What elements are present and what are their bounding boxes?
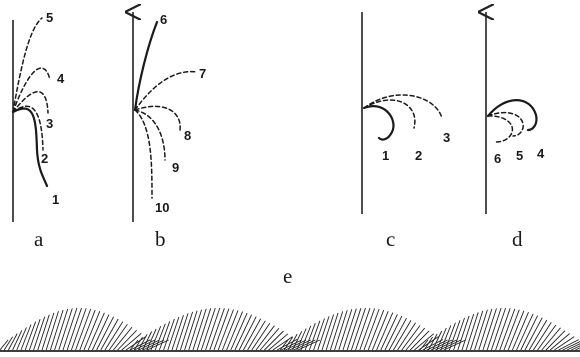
panel-label-d: d: [512, 227, 523, 251]
curve-a-2: [13, 106, 43, 150]
hatch-stroke: [218, 310, 233, 351]
curve-label-a-3: 3: [46, 116, 53, 131]
panel-label-e: e: [283, 264, 292, 288]
hatch-stroke: [235, 315, 252, 350]
hatch-stroke: [385, 316, 402, 350]
hatch-stroke: [377, 313, 393, 350]
hatch-stroke: [84, 311, 100, 350]
hatch-stroke: [360, 309, 375, 351]
curve-label-a-1: 1: [52, 192, 59, 207]
panel-b: 6 7 8 9 10 b: [133, 12, 206, 251]
curve-label-d-4: 4: [537, 146, 545, 161]
hatch-stroke: [525, 318, 542, 350]
hatch-stroke: [248, 321, 266, 350]
hatch-stroke: [381, 314, 398, 350]
hatch-stroke: [533, 322, 551, 350]
panel-label-b: b: [155, 227, 166, 251]
curve-label-b-10: 10: [155, 200, 169, 215]
hatch-stroke: [243, 319, 260, 350]
curve-c-1: [364, 106, 393, 139]
hatch-stroke: [210, 308, 225, 350]
hatch-stroke: [214, 309, 229, 350]
panel-label-c: c: [386, 227, 395, 251]
hatch-stroke: [393, 320, 411, 350]
hatch-strokes: [0, 308, 580, 350]
hatch-stroke: [491, 308, 505, 350]
curve-label-b-6: 6: [160, 12, 167, 27]
hatch-stroke: [496, 308, 511, 350]
panel-e-hatching: [0, 308, 580, 351]
curve-label-b-9: 9: [172, 160, 179, 175]
panel-label-a: a: [34, 227, 44, 251]
hatch-stroke: [517, 314, 534, 350]
panel-c: 1 2 3 c: [362, 12, 450, 251]
curve-label-a-5: 5: [46, 10, 53, 25]
curve-d-4: [488, 100, 536, 130]
curve-label-c-2: 2: [415, 148, 422, 163]
hatch-stroke: [71, 308, 86, 350]
hatch-stroke: [356, 308, 370, 350]
panel-d: 4 5 6 d: [486, 12, 545, 251]
curve-a-5: [13, 18, 42, 112]
hatch-stroke: [231, 313, 247, 350]
hatch-stroke: [76, 309, 91, 350]
curve-label-a-4: 4: [57, 71, 65, 86]
hatch-stroke: [101, 319, 118, 350]
curve-label-d-6: 6: [494, 151, 501, 166]
curve-label-d-5: 5: [516, 148, 523, 163]
curve-d-6: [488, 116, 512, 142]
curve-label-c-3: 3: [443, 130, 450, 145]
hatch-stroke: [389, 318, 406, 350]
curve-a-1: [13, 108, 47, 186]
hatch-stroke: [97, 317, 114, 350]
hatch-stroke: [398, 323, 416, 350]
curve-label-c-1: 1: [382, 148, 389, 163]
panel-a: 1 2 3 4 5 a: [13, 10, 65, 251]
curve-label-b-8: 8: [184, 128, 191, 143]
curve-label-a-2: 2: [41, 151, 48, 166]
hatch-stroke: [88, 313, 104, 350]
hatch-stroke: [504, 310, 519, 350]
hatch-stroke: [222, 310, 238, 350]
hatch-stroke: [521, 316, 538, 350]
hatch-stroke: [0, 340, 8, 350]
hatch-stroke: [227, 312, 243, 350]
hatch-stroke: [372, 311, 388, 350]
hatch-stroke: [500, 309, 515, 350]
curve-d-5: [488, 113, 523, 136]
hatch-stroke: [529, 320, 547, 350]
hatch-stroke: [368, 310, 384, 350]
curve-b-7: [135, 72, 197, 110]
hatch-stroke: [252, 323, 270, 350]
hatch-stroke: [364, 309, 379, 350]
hatch-stroke: [512, 312, 528, 350]
curve-label-b-7: 7: [199, 66, 206, 81]
curve-b-10: [135, 110, 152, 198]
hatch-stroke: [206, 308, 220, 350]
hatch-stroke: [92, 315, 109, 350]
hatch-stroke: [508, 311, 524, 350]
hatch-stroke: [239, 317, 256, 350]
hatch-stroke: [80, 310, 95, 350]
